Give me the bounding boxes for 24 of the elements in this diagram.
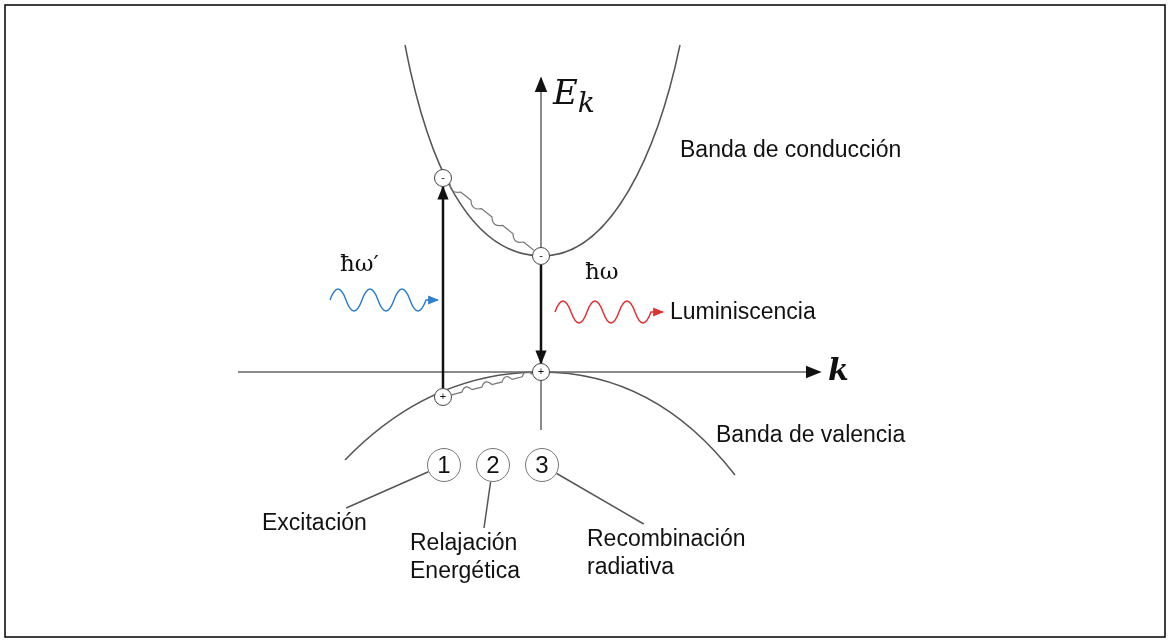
photon-energy-label: ħω	[585, 258, 619, 284]
relaxation-squiggle	[449, 183, 535, 251]
recombination-arrow	[535, 265, 547, 365]
hole-circle: +	[434, 388, 452, 406]
emission-label: Luminiscencia	[670, 298, 816, 325]
callout-number: 1	[427, 448, 461, 482]
relaxation-squiggle	[451, 370, 533, 396]
step-label: Recombinación radiativa	[587, 524, 797, 580]
band-label: Banda de conducción	[680, 136, 902, 163]
hole-circle: +	[532, 363, 550, 381]
electron-circle: -	[434, 169, 452, 187]
excitation-arrow	[437, 185, 449, 388]
band-label: Banda de valencia	[716, 421, 906, 448]
callout-number: 3	[525, 448, 559, 482]
axis-label: E$_{k}$	[553, 72, 595, 119]
leader-line	[483, 481, 492, 529]
leader-line	[345, 471, 430, 509]
callout-number: 2	[476, 448, 510, 482]
step-label: Excitación	[262, 508, 367, 536]
step-label: Relajación Energética	[410, 528, 550, 584]
electron-circle: -	[532, 247, 550, 265]
axis-label: k	[828, 352, 849, 387]
photon-energy-label: ħω′	[340, 250, 379, 276]
leader-line	[555, 472, 645, 525]
